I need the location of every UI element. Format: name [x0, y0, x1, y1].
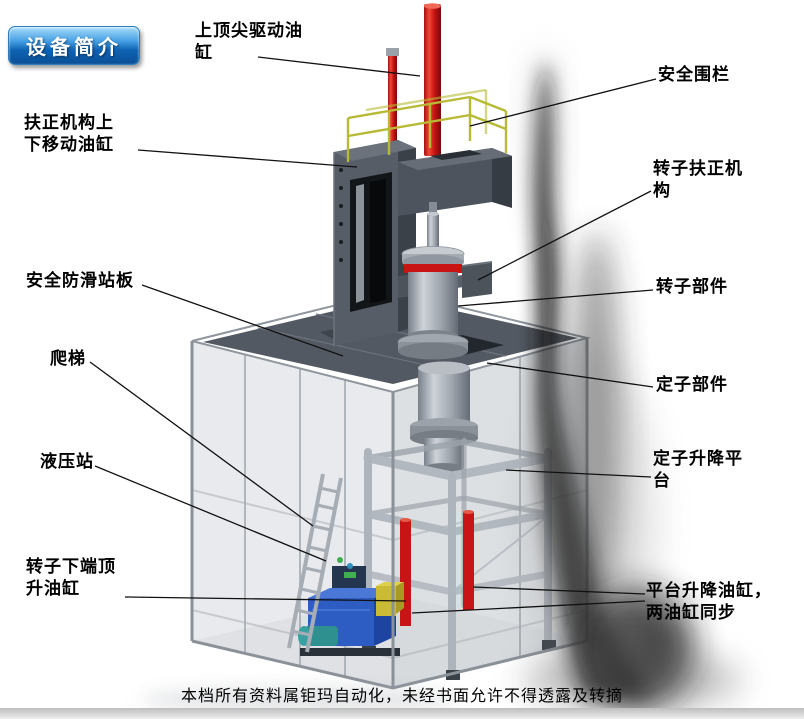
label-antislip-platform: 安全防滑站板: [26, 271, 134, 290]
leader-antislip-platform: [141, 284, 344, 357]
leader-safety-fence: [469, 78, 657, 127]
copyright-note: 本档所有资料属钜玛自动化，未经书面允许不得透露及转摘: [180, 688, 623, 705]
platform-lift-cylinders: [400, 510, 474, 626]
label-top-drive-cylinder: 上顶尖驱动油 缸: [195, 21, 303, 63]
leader-lines: [89, 56, 657, 614]
leader-centering-updown-cylinder: [137, 149, 358, 168]
stator-column: [410, 361, 478, 473]
hydraulic-station: [298, 557, 404, 656]
top-platform: [398, 148, 512, 216]
label-centering-updown-cylinder: 扶正机构上 下移动油缸: [24, 113, 114, 155]
bottom-strip: [0, 708, 804, 719]
ladder: [287, 473, 343, 653]
top-drive-cylinder: [386, 3, 441, 156]
label-stator-component: 定子部件: [656, 375, 728, 394]
rotor-assembly: [397, 202, 493, 360]
safety-railing: [346, 88, 508, 162]
centering-bracket: [462, 262, 492, 298]
label-hydraulic-station: 液压站: [40, 452, 94, 471]
label-platform-lift-cylinders: 平台升降油缸， 两油缸同步: [646, 581, 772, 623]
label-ladder: 爬梯: [50, 349, 86, 368]
centering-updown-cylinder-rod: [388, 56, 397, 142]
leader-rotor-bottom-jack: [124, 596, 407, 602]
leader-hydraulic-station: [94, 465, 327, 562]
leader-platform-cylinder-left: [411, 600, 646, 614]
rotor-red-ring: [404, 264, 462, 273]
rotor-body: [408, 272, 458, 336]
platform-cylinder-left: [400, 520, 411, 626]
label-rotor-component: 转子部件: [656, 277, 728, 296]
label-rotor-centering-mechanism: 转子扶正机 构: [653, 159, 743, 201]
ground-shadow: [140, 688, 460, 712]
title-badge-label: 设备简介: [26, 37, 122, 59]
leader-top-drive-cylinder: [257, 56, 421, 77]
title-badge: 设备简介: [8, 26, 140, 65]
platform-cylinder-right: [463, 512, 474, 610]
label-rotor-bottom-jack-cylinder: 转子下端顶 升油缸: [26, 557, 116, 599]
leader-stator-component: [486, 362, 654, 388]
leader-ladder: [89, 361, 314, 527]
label-stator-lift-platform: 定子升降平 台: [653, 449, 743, 491]
hydraulic-yellow-block: [376, 582, 404, 586]
label-safety-fence: 安全围栏: [658, 65, 730, 84]
leader-rotor-centering-mechanism: [477, 190, 652, 281]
leader-rotor-component: [457, 289, 654, 307]
leader-stator-lift-platform: [505, 469, 652, 478]
leader-platform-cylinder-right: [472, 586, 646, 595]
